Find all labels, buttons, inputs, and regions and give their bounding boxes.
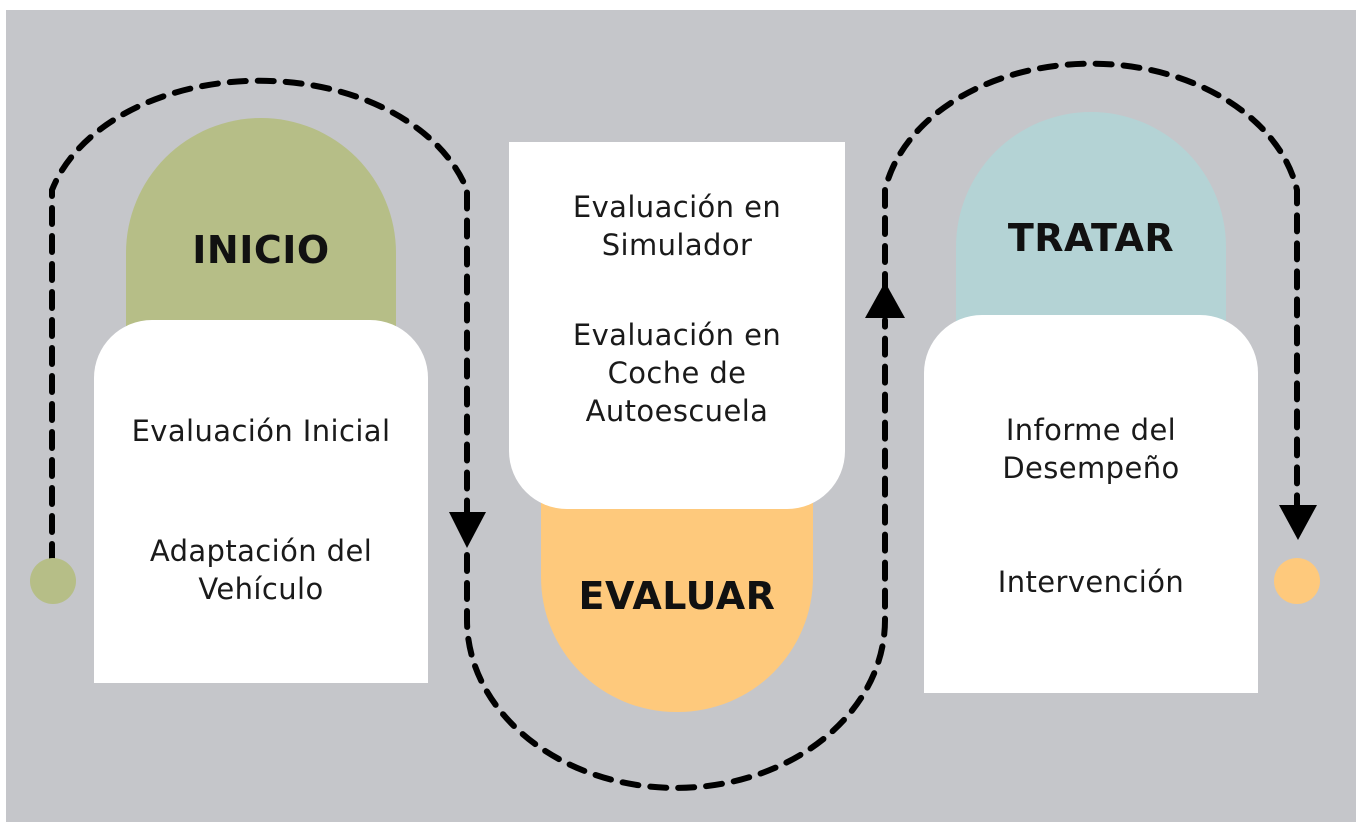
tratar-title: TRATAR: [1007, 216, 1175, 260]
evaluar-header: EVALUAR: [541, 470, 813, 712]
evaluar-item: Evaluación en Simulador: [572, 190, 782, 262]
inicio-header: INICIO: [126, 118, 396, 348]
tratar-header: TRATAR: [956, 112, 1226, 342]
inicio-item: Evaluación Inicial: [131, 414, 391, 448]
inicio-card: Evaluación Inicial Adaptación del Vehícu…: [94, 320, 428, 683]
end-dot-icon: [1274, 558, 1320, 604]
arrow-up-icon: [865, 282, 905, 318]
dashed-loop-left: [49, 77, 470, 563]
inicio-item: Adaptación del Vehículo: [149, 534, 373, 606]
evaluar-title: EVALUAR: [578, 574, 776, 618]
evaluar-card: Evaluación en Simulador Evaluación en Co…: [509, 142, 845, 509]
arrow-down-icon: [449, 512, 486, 548]
tratar-card: Informe del Desempeño Intervención: [924, 315, 1258, 693]
dashed-loop-bottom: [464, 317, 888, 791]
tratar-item: Informe del Desempeño: [1002, 413, 1180, 485]
evaluar-item: Evaluación en Coche de Autoescuela: [572, 318, 782, 428]
tratar-item: Intervención: [997, 565, 1185, 599]
arrow-down-icon: [1279, 505, 1317, 540]
inicio-title: INICIO: [192, 228, 330, 272]
start-dot-icon: [30, 558, 76, 604]
